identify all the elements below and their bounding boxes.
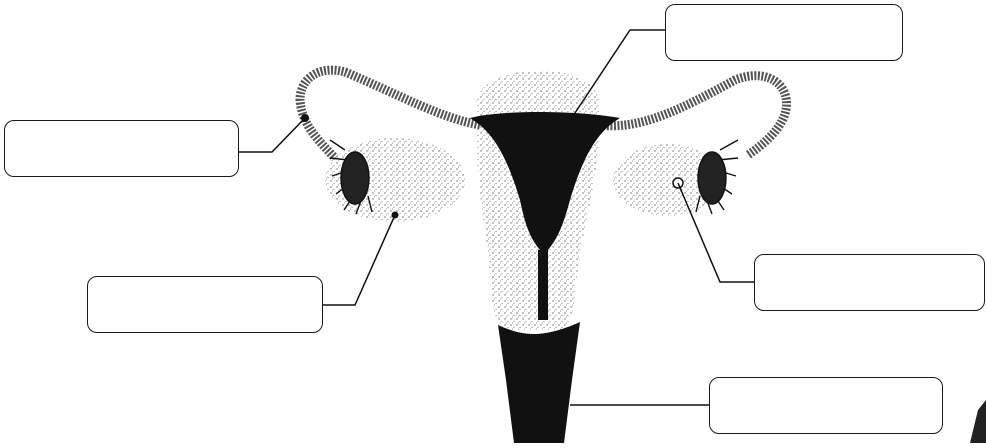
vagina (498, 322, 580, 443)
leader-bottom-left (323, 215, 395, 305)
label-box-bottom-right[interactable] (709, 377, 943, 434)
label-box-top-right[interactable] (665, 4, 903, 61)
leader-left (239, 118, 305, 152)
label-box-left[interactable] (4, 120, 239, 177)
edge-decoration (970, 400, 986, 443)
label-box-right[interactable] (754, 254, 985, 311)
label-box-bottom-left[interactable] (87, 276, 323, 333)
cervical-canal (538, 250, 548, 320)
right-fallopian-tube (600, 76, 787, 155)
